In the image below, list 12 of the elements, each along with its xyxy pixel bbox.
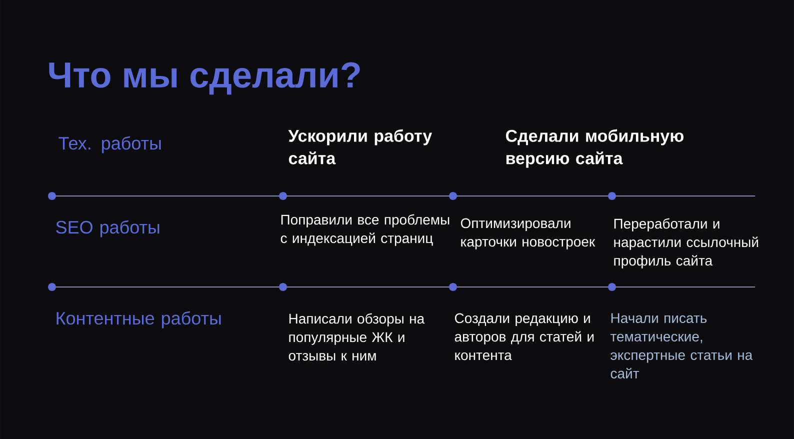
row-heading: SEO работы [56, 220, 160, 238]
timeline-text: Начали писать тематические, экспертные статьи на сайт [610, 313, 753, 378]
timeline-text: Ускорили работу сайта [288, 129, 432, 164]
timeline-text: Написали обзоры на популярные ЖК и отзывы к ним [288, 313, 425, 361]
timeline-text: Поправили все проблемы с индексацией страниц [280, 214, 450, 246]
timeline-text: Создали редакцию и авторов для статей и контента [454, 313, 594, 360]
row-heading: Контентные работы [56, 311, 221, 328]
timeline-text: Переработали и нарастили ссылочный профиль сайта [614, 218, 758, 268]
heading: Что мы сделали? [49, 62, 360, 95]
row-heading: Тех. работы [58, 136, 161, 154]
timeline-text: Оптимизировали карточки новостроек [460, 218, 596, 250]
timeline-text: Сделали мобильную версию сайта [506, 129, 684, 168]
